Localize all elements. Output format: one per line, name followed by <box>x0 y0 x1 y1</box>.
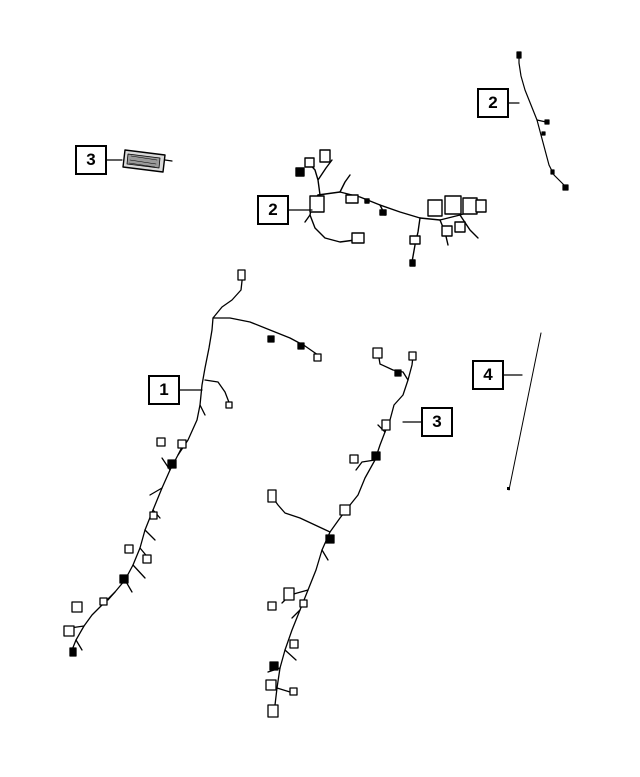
floor-harness-part-3 <box>265 347 417 718</box>
module-part-3 <box>122 149 173 173</box>
body-harness-part-1 <box>63 269 322 657</box>
dash-harness-part-2 <box>295 149 487 267</box>
callout-2-sensor-harness: 2 <box>477 88 509 118</box>
callout-2-dash-harness: 2 <box>257 195 289 225</box>
callout-1-body-harness: 1 <box>148 375 180 405</box>
callout-leader-lines <box>104 102 523 423</box>
sensor-harness-part-2 <box>516 51 569 191</box>
callout-3-module: 3 <box>75 145 107 175</box>
callout-3-floor-harness: 3 <box>421 407 453 437</box>
callout-4-wire: 4 <box>472 360 504 390</box>
wire-part-4 <box>507 332 542 491</box>
